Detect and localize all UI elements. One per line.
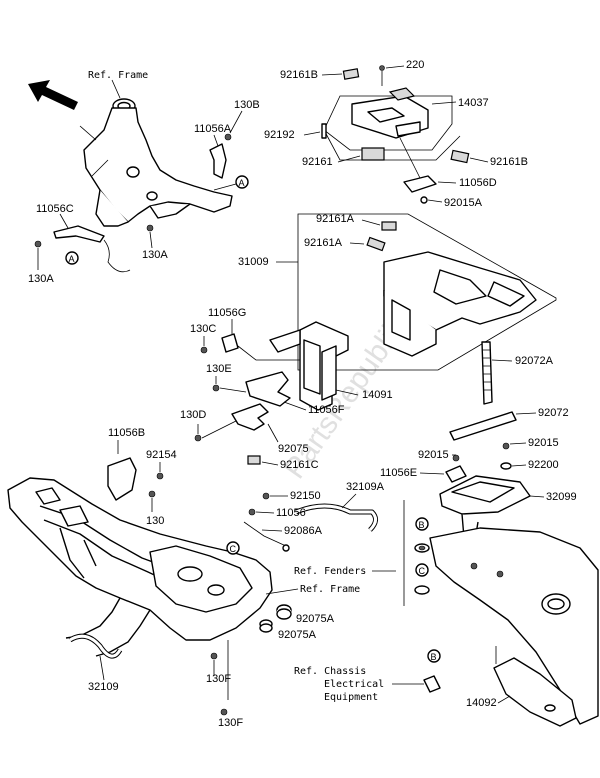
part-label-92161a-1: 92161A: [316, 213, 355, 225]
bushing-92075a-2-drawing: [259, 619, 273, 633]
bracket-14091-drawing: [269, 321, 349, 411]
part-label-92015-right: 92015: [528, 437, 559, 449]
ref-frame-mid-label: Ref. Frame: [300, 584, 360, 595]
part-label-130b: 130B: [234, 99, 260, 111]
bracket-11056a-drawing: [209, 133, 232, 179]
part-label-32099: 32099: [546, 491, 577, 503]
main-frame-drawing: [7, 477, 273, 657]
frame-head-drawing: [79, 98, 233, 227]
front-direction-arrow: [28, 80, 78, 110]
clamp-11056g-drawing: [221, 333, 239, 353]
part-label-32109: 32109: [88, 681, 119, 693]
part-label-32109a: 32109A: [346, 481, 385, 493]
callout-b-1: [415, 517, 429, 531]
part-label-11056d: 11056D: [459, 177, 497, 189]
part-label-14037: 14037: [458, 97, 489, 109]
part-label-92192: 92192: [264, 129, 295, 141]
bracket-11056f-drawing: [245, 371, 291, 407]
part-label-92161: 92161: [302, 156, 333, 168]
callout-c-2-label: C: [419, 566, 426, 576]
callout-b-2: [427, 649, 441, 663]
part-label-130a-left: 130A: [28, 273, 54, 285]
part-label-11056a: 11056A: [194, 123, 232, 135]
part-label-130c: 130C: [190, 323, 216, 335]
ref-chassis-line-3: Equipment: [324, 692, 378, 703]
callout-b-2-label: B: [431, 652, 437, 662]
callout-c-1: [226, 541, 240, 555]
part-label-92015a: 92015A: [444, 197, 483, 209]
callout-c-1-label: C: [230, 544, 237, 554]
part-label-92150: 92150: [290, 490, 321, 502]
part-label-92075a-2: 92075A: [278, 629, 317, 641]
callout-a-2-label: A: [69, 254, 75, 264]
part-label-14092: 14092: [466, 697, 497, 709]
part-label-92015: 92015: [418, 449, 449, 461]
cable-32109-drawing: [68, 633, 123, 659]
callout-a-1: [235, 175, 249, 189]
part-label-11056e: 11056E: [380, 467, 417, 479]
part-label-130: 130: [146, 515, 164, 527]
part-label-130d: 130D: [180, 409, 206, 421]
cable-32109a-drawing: [295, 503, 378, 532]
part-label-92154: 92154: [146, 449, 177, 461]
part-label-130a-right: 130A: [142, 249, 168, 261]
ref-chassis-line-1: Ref. Chassis: [294, 666, 366, 677]
part-label-130e: 130E: [206, 363, 232, 375]
callout-a-2: [65, 251, 79, 265]
part-label-92161c: 92161C: [280, 459, 319, 471]
part-label-130f-2: 130F: [218, 717, 243, 729]
ref-chassis-line-2: Electrical: [324, 679, 384, 690]
part-label-92072a: 92072A: [515, 355, 554, 367]
part-label-92075a-1: 92075A: [296, 613, 335, 625]
bushing-92075a-1-drawing: [276, 604, 292, 620]
part-label-92075: 92075: [278, 443, 309, 455]
part-label-92072: 92072: [538, 407, 569, 419]
part-label-31009: 31009: [238, 256, 269, 268]
part-label-92161b-right: 92161B: [490, 156, 528, 168]
cable-holder-11056c: [34, 224, 154, 273]
strap-92072-drawing: [449, 411, 517, 441]
part-label-92200: 92200: [528, 459, 559, 471]
part-label-92086a: 92086A: [284, 525, 323, 537]
part-label-11056c: 11056C: [36, 203, 74, 215]
part-label-92161a-2: 92161A: [304, 237, 343, 249]
part-label-14091: 14091: [362, 389, 393, 401]
part-label-11056: 11056: [276, 507, 306, 519]
part-label-11056f: 11056F: [308, 404, 345, 416]
callout-c-2: [415, 563, 429, 577]
ref-frame-top-label: Ref. Frame: [88, 70, 148, 81]
part-label-11056b: 11056B: [108, 427, 145, 439]
bracket-92075-drawing: [231, 403, 269, 431]
part-label-130f-1: 130F: [206, 673, 231, 685]
cover-14092-drawing: [493, 646, 577, 727]
strap-92072a-drawing: [481, 341, 493, 405]
part-label-220: 220: [406, 59, 424, 71]
battery-case-14037-drawing: [351, 87, 429, 139]
ref-fenders-label: Ref. Fenders: [294, 566, 366, 577]
battery-holder-31009-drawing: [383, 251, 537, 357]
callout-a-1-label: A: [239, 178, 245, 188]
part-label-11056g: 11056G: [208, 307, 246, 319]
part-label-92161b-top: 92161B: [280, 69, 318, 81]
bracket-11056b-drawing: [107, 457, 137, 501]
callout-b-1-label: B: [419, 520, 425, 530]
